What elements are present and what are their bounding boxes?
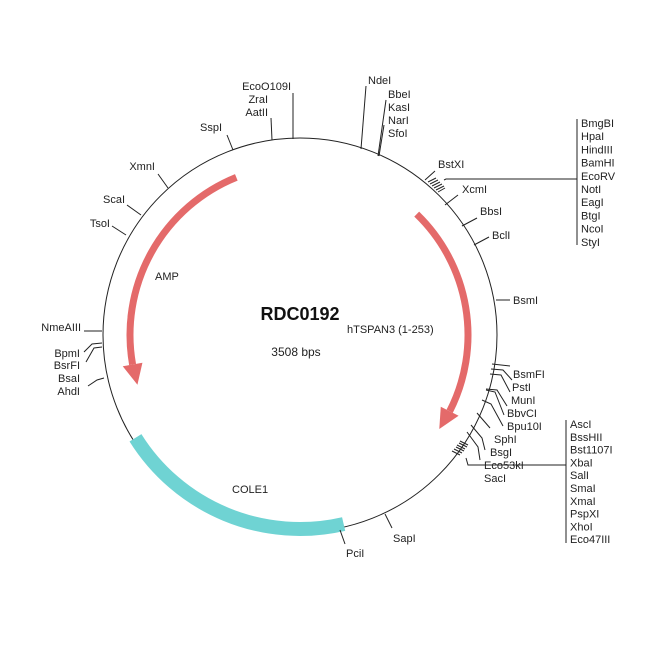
site-xcmi: XcmI [462,184,487,196]
site-muni: MunI [511,395,535,407]
site-bbei: BbeI [388,89,411,101]
site-ecoo109i: EcoO109I [242,81,291,93]
amp-arrow [126,174,238,366]
site-bsrfi: BsrFI [54,360,80,372]
mcs1-ticks [427,177,446,193]
plasmid-size: 3508 bps [271,345,320,359]
mcs1-site-noti: NotI [581,184,601,196]
mcs1-site-ncoi: NcoI [581,224,604,236]
mcs1-site-bmgbi: BmgBI [581,118,614,130]
site-bstxi: BstXI [438,159,464,171]
site-bpu10i: Bpu10I [507,421,542,433]
htspan3-arrowhead [439,406,459,429]
site-sapi: SapI [393,533,416,545]
site-zrai: ZraI [248,94,268,106]
mcs2-site-xbai: XbaI [570,457,593,469]
mcs1-site-styi: StyI [581,237,600,249]
mcs2-site-sali: SalI [570,470,589,482]
site-nmeaiii: NmeAIII [41,322,81,334]
site-bcli: BclI [492,230,510,242]
site-bsmi: BsmI [513,295,538,307]
mcs2-site-pspxi: PspXI [570,509,599,521]
site-psti: PstI [512,382,531,394]
site-aatii: AatII [245,107,268,119]
amp-arrowhead [122,362,143,385]
site-pcii: PciI [346,548,364,560]
htspan3-label: hTSPAN3 (1-253) [347,324,434,336]
site-eco53ki: Eco53kI [484,460,524,472]
mcs2-site-smai: SmaI [570,483,596,495]
site-sspi: SspI [200,122,222,134]
site-bsai: BsaI [58,373,80,385]
cole1-label: COLE1 [232,484,268,496]
mcs1-site-hpai: HpaI [581,131,604,143]
mcs1-site-eagi: EagI [581,197,604,209]
mcs2-site-xhoi: XhoI [570,521,593,533]
site-scai: ScaI [103,194,125,206]
mcs1-site-btgi: BtgI [581,210,601,222]
htspan3-arrow [414,211,472,413]
mcs2-site-bst1107i: Bst1107I [570,445,613,457]
site-xmni: XmnI [129,161,155,173]
site-sfoi: SfoI [388,128,408,140]
mcs2-site-bsshii: BssHII [570,432,602,444]
site-bbsi: BbsI [480,206,502,218]
site-bsgi: BsgI [490,447,512,459]
site-ndei: NdeI [368,75,391,87]
mcs2-site-eco47iii: Eco47III [570,534,610,546]
site-kasi: KasI [388,102,410,114]
mcs1-site-hindiii: HindIII [581,144,613,156]
plasmid-name: RDC0192 [260,304,339,324]
mcs2-site-xmai: XmaI [570,496,596,508]
mcs2-ticks [451,440,469,456]
site-tsoi: TsoI [90,218,110,230]
mcs1-site-bamhi: BamHI [581,158,615,170]
site-ahdi: AhdI [57,386,80,398]
site-bbvci: BbvCI [507,408,537,420]
amp-label: AMP [155,271,179,283]
cole1-feature [129,434,346,536]
site-nari: NarI [388,115,409,127]
mcs2-site-asci: AscI [570,419,591,431]
site-bsmfi: BsmFI [513,369,545,381]
mcs1-site-ecorv: EcoRV [581,171,616,183]
site-sphi: SphI [494,434,517,446]
site-saci: SacI [484,473,506,485]
site-bpmi: BpmI [54,348,80,360]
